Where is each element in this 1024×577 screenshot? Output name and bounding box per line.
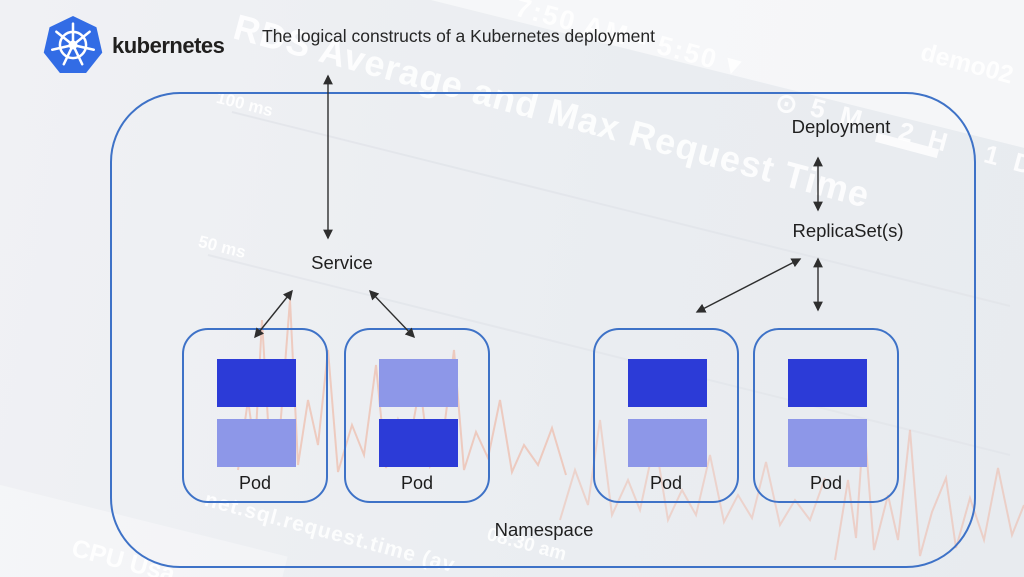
container-rect <box>217 419 296 467</box>
pod-box-2: Pod <box>344 328 490 503</box>
pod-box-4: Pod <box>753 328 899 503</box>
container-rect <box>628 419 707 467</box>
pod-label: Pod <box>809 473 843 493</box>
namespace-label: Namespace <box>494 519 594 540</box>
pod-label: Pod <box>649 473 683 493</box>
pod-box-3: Pod <box>593 328 739 503</box>
replicaset-label: ReplicaSet(s) <box>792 220 904 241</box>
watermark-host-name: demo02 <box>917 38 1017 90</box>
container-rect <box>788 359 867 407</box>
container-rect <box>788 419 867 467</box>
service-label: Service <box>311 252 373 273</box>
kubernetes-wordmark: kubernetes <box>112 33 225 58</box>
container-rect <box>217 359 296 407</box>
pod-label: Pod <box>400 473 434 493</box>
pod-label: Pod <box>238 473 272 493</box>
slide-title: The logical constructs of a Kubernetes d… <box>262 26 655 46</box>
container-rect <box>628 359 707 407</box>
deployment-label: Deployment <box>791 116 891 137</box>
container-rect <box>379 419 458 467</box>
container-rect <box>379 359 458 407</box>
pod-box-1: Pod <box>182 328 328 503</box>
kubernetes-logo-icon <box>43 15 103 73</box>
